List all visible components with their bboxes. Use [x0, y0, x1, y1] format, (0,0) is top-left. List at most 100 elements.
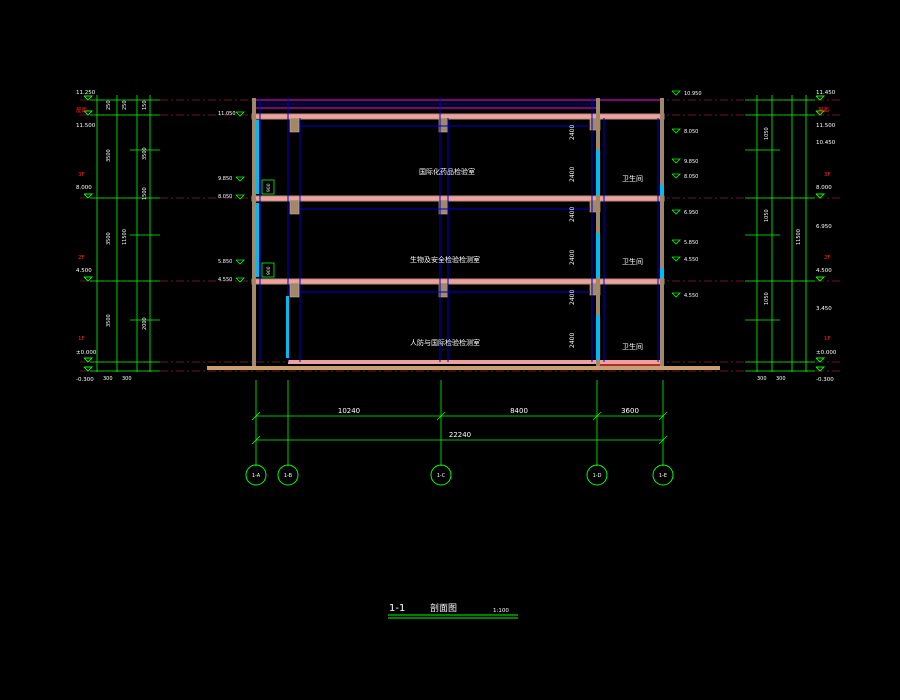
- vertical-dim: 2400: [569, 333, 576, 348]
- windows: [256, 120, 663, 360]
- left-level-markers: [83, 95, 94, 372]
- vertical-dim: 2400: [569, 250, 576, 265]
- inner-left-mark: 4.550: [218, 277, 232, 283]
- left-dim-inner: 150: [142, 100, 148, 110]
- right-level-markers: [815, 95, 826, 372]
- left-dim: 250: [106, 100, 112, 110]
- inner-right-level-symbols: [671, 90, 681, 298]
- left-dim: 3500: [106, 232, 112, 245]
- right-level-f2-b: 3.450: [816, 306, 832, 312]
- room-f1: 人防与国际检验检测室: [410, 338, 480, 347]
- inner-right-mark: 10.950: [684, 91, 702, 97]
- right-f2-tag: 2F: [824, 255, 831, 261]
- right-dim: 1050: [764, 209, 770, 222]
- right-level-f3: 8.000: [816, 185, 832, 191]
- right-level-f2: 4.500: [816, 268, 832, 274]
- total-dim: 22240: [449, 431, 471, 439]
- left-level-roof: 11.500: [76, 123, 96, 129]
- title-underline: [388, 614, 518, 619]
- left-level-f3: 8.000: [76, 185, 92, 191]
- left-level-bottom: -0.300: [76, 377, 94, 383]
- inner-right-mark: 5.850: [684, 240, 698, 246]
- right-dim: 1050: [764, 292, 770, 305]
- floor2-slab: [251, 278, 665, 285]
- left-dim-inner: 1500: [142, 187, 148, 200]
- horizontal-dimensions: [251, 380, 668, 466]
- left-dim: 3500: [106, 149, 112, 162]
- vertical-dim: 2400: [569, 125, 576, 140]
- floor3-slab: [251, 195, 665, 202]
- ground-line: [207, 366, 720, 370]
- left-dim-inner: 2000: [142, 317, 148, 330]
- room-wc1: 卫生间: [622, 342, 643, 351]
- vertical-dim: 2400: [569, 290, 576, 305]
- right-level-f3-b: 6.950: [816, 224, 832, 230]
- left-f3-tag: 3F: [78, 172, 85, 178]
- inner-left-mark: 5.850: [218, 259, 232, 265]
- vertical-dim: 2400: [569, 167, 576, 182]
- right-f1-tag: 1F: [824, 336, 831, 342]
- vertical-dim: 2400: [569, 207, 576, 222]
- left-dim: 250: [122, 100, 128, 110]
- right-level-roof: 11.500: [816, 123, 836, 129]
- left-roof-tag: 屋面: [76, 107, 88, 114]
- title-number: 1-1: [389, 603, 405, 614]
- left-level-top: 11.250: [76, 90, 96, 96]
- right-f3-tag: 3F: [824, 172, 831, 178]
- room-f2: 生物及安全检验检测室: [410, 255, 480, 264]
- floor1-slab: [288, 360, 664, 364]
- room-wc3: 卫生间: [622, 174, 643, 183]
- inner-right-mark: 8.050: [684, 129, 698, 135]
- axis-label: 1-A: [252, 473, 261, 479]
- right-level-top: 11.450: [816, 90, 836, 96]
- core-wall: [596, 98, 600, 366]
- inner-right-mark: 4.550: [684, 257, 698, 263]
- left-dim: 300: [103, 376, 113, 382]
- right-roof-tag: 屋面: [818, 107, 830, 114]
- inner-right-mark: 8.050: [684, 174, 698, 180]
- right-dim: 300: [776, 376, 786, 382]
- left-f1-tag: 1F: [78, 336, 85, 342]
- left-dim: 3500: [106, 314, 112, 327]
- inner-left-level-symbols: [235, 111, 245, 283]
- room-f3: 国际化药品检验室: [419, 167, 475, 176]
- left-dimension-chain: [90, 95, 160, 372]
- axis-label: 1-D: [593, 473, 602, 479]
- span-dim-1: 10240: [338, 407, 360, 415]
- inner-right-mark: 9.850: [684, 159, 698, 165]
- roof-slab: [251, 113, 665, 120]
- right-dim: 1050: [764, 127, 770, 140]
- window-tag: 900: [266, 183, 272, 192]
- window-tag: 900: [266, 266, 272, 275]
- right-dimension-chain: [745, 95, 815, 372]
- building-section: [207, 98, 720, 370]
- inner-left-mark: 11.050: [218, 111, 236, 117]
- right-level-f1: ±0.000: [816, 350, 837, 356]
- level-lines: [80, 99, 840, 372]
- wall-lines: [259, 98, 659, 362]
- left-dim-inner: 3500: [142, 147, 148, 160]
- beams: [289, 117, 601, 298]
- left-level-f1: ±0.000: [76, 350, 97, 356]
- right-dim: 300: [757, 376, 767, 382]
- axis-bubbles: [245, 464, 674, 486]
- axis-label: 1-E: [659, 473, 667, 479]
- left-level-f2: 4.500: [76, 268, 92, 274]
- span-dim-3: 3600: [621, 407, 639, 415]
- inner-right-mark: 6.950: [684, 210, 698, 216]
- span-dim-2: 8400: [510, 407, 528, 415]
- right-dim-total: 11500: [796, 229, 802, 245]
- right-level-bottom: -0.300: [816, 377, 834, 383]
- right-level-roof-b: 10.450: [816, 140, 836, 146]
- left-dim-total: 11500: [122, 229, 128, 245]
- right-wall: [660, 98, 664, 366]
- left-wall: [252, 98, 256, 366]
- axis-label: 1-C: [437, 473, 446, 479]
- left-f2-tag: 2F: [78, 255, 85, 261]
- inner-left-mark: 8.050: [218, 194, 232, 200]
- window-tag-boxes: [261, 179, 275, 278]
- title-scale: 1:100: [493, 608, 509, 614]
- room-wc2: 卫生间: [622, 257, 643, 266]
- inner-left-mark: 9.850: [218, 176, 232, 182]
